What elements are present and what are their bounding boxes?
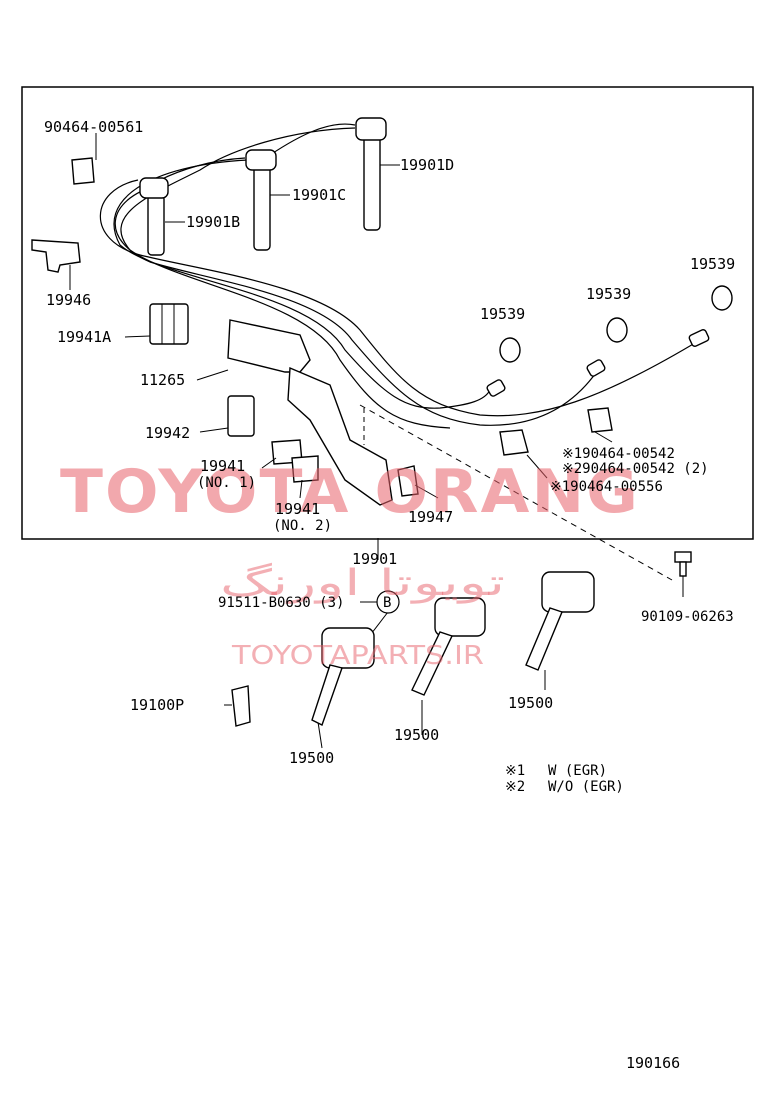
legend-mark-2: ※2 bbox=[505, 779, 525, 795]
label-19901: 19901 bbox=[352, 550, 397, 568]
label-note1-90464-00556: ※190464-00556 bbox=[550, 479, 663, 495]
label-19500-a: 19500 bbox=[289, 749, 334, 767]
spark-plug-wire-set bbox=[31, 117, 733, 506]
callout-b-circle bbox=[376, 590, 400, 614]
leader-lines bbox=[69, 133, 684, 749]
label-19941-no2: 19941 bbox=[275, 500, 320, 518]
diagram-id: 190166 bbox=[626, 1054, 680, 1072]
label-90464-00561: 90464-00561 bbox=[44, 118, 143, 136]
label-91511-B0630: 91511-B0630 (3) bbox=[218, 595, 344, 611]
label-90109-06263: 90109-06263 bbox=[641, 609, 734, 625]
label-note2-90464-00542: ※290464-00542 (2) bbox=[562, 461, 709, 477]
watermark-url: TOYOTAPARTS.IR bbox=[231, 641, 484, 671]
legend-mark-1: ※1 bbox=[505, 763, 525, 779]
label-19539-a: 19539 bbox=[480, 305, 525, 323]
legend-text-2: W/O (EGR) bbox=[548, 779, 624, 795]
callout-b-letter: B bbox=[383, 595, 391, 611]
bolt bbox=[674, 551, 692, 577]
label-note1-90464-00542: ※190464-00542 bbox=[562, 446, 675, 462]
label-19941-no1-sub: (NO. 1) bbox=[197, 475, 256, 491]
label-19901D: 19901D bbox=[400, 156, 454, 174]
label-19500-b: 19500 bbox=[394, 726, 439, 744]
watermark-persian: تویوتا اورنگ bbox=[220, 562, 505, 604]
legend: ※1 W (EGR) ※2 W/O (EGR) bbox=[505, 763, 624, 795]
label-11265: 11265 bbox=[140, 371, 185, 389]
label-19941A: 19941A bbox=[57, 328, 111, 346]
label-19100P: 19100P bbox=[130, 696, 184, 714]
label-19901C: 19901C bbox=[292, 186, 346, 204]
label-19946: 19946 bbox=[46, 291, 91, 309]
legend-text-1: W (EGR) bbox=[548, 763, 607, 779]
label-19947: 19947 bbox=[408, 508, 453, 526]
spark-plug bbox=[231, 685, 251, 727]
label-19539-c: 19539 bbox=[690, 255, 735, 273]
watermark-brand: TOYOTA ORANG bbox=[60, 457, 640, 527]
ignition-coils bbox=[311, 571, 595, 726]
label-19941-no1: 19941 bbox=[200, 457, 245, 475]
label-19500-c: 19500 bbox=[508, 694, 553, 712]
label-19901B: 19901B bbox=[186, 213, 240, 231]
diagram-frame bbox=[21, 86, 754, 540]
label-19941-no2-sub: (NO. 2) bbox=[273, 518, 332, 534]
label-19539-b: 19539 bbox=[586, 285, 631, 303]
label-19942: 19942 bbox=[145, 424, 190, 442]
